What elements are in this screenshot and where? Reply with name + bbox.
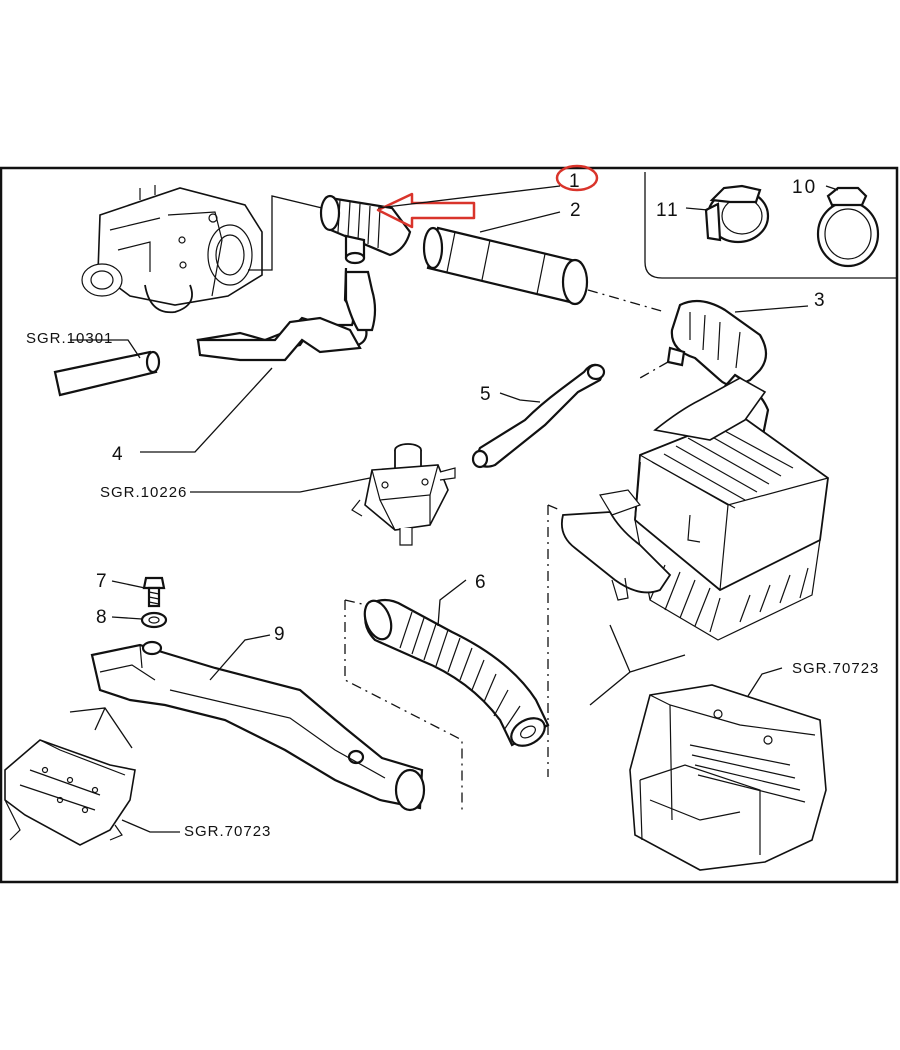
part-2-straight-hose — [422, 226, 589, 306]
diagram-frame — [0, 166, 899, 884]
callout-5: 5 — [480, 384, 493, 405]
throttle-body-drawing — [81, 185, 263, 314]
part-5-hose — [471, 363, 606, 469]
part-4-bent-hose — [196, 267, 377, 362]
bracket-sgr70723-right-drawing — [629, 684, 827, 871]
highlight-arrow — [376, 192, 476, 229]
valve-sgr10226-drawing — [351, 443, 456, 546]
callout-11: 11 — [656, 200, 680, 221]
callout-6: 6 — [475, 572, 488, 593]
part-11-hose-clamp — [704, 184, 770, 244]
part-9-air-duct — [90, 640, 426, 812]
part-1-intake-connector — [319, 194, 412, 265]
part-7-screw — [142, 576, 166, 608]
bracket-sgr70723-left-drawing — [4, 739, 136, 846]
ref-sgr-70723-right: SGR.70723 — [792, 660, 879, 677]
callout-4: 4 — [112, 444, 125, 465]
hose-sgr10301-drawing — [53, 350, 161, 397]
clamp-inset-box — [644, 172, 897, 279]
callout-1: 1 — [569, 171, 582, 192]
part-6-corrugated-hose — [363, 598, 550, 747]
part-10-hose-clamp — [816, 186, 880, 268]
callout-9: 9 — [274, 624, 287, 645]
highlight-circle — [555, 164, 599, 192]
ref-sgr-70723-left: SGR.70723 — [184, 823, 271, 840]
ref-sgr-10301: SGR.10301 — [26, 330, 113, 347]
callout-7: 7 — [96, 571, 109, 592]
air-filter-box-drawing — [560, 377, 829, 641]
callout-3: 3 — [814, 290, 827, 311]
callout-8: 8 — [96, 607, 109, 628]
callout-10: 10 — [792, 177, 817, 198]
callout-2: 2 — [570, 200, 583, 221]
ref-sgr-10226: SGR.10226 — [100, 484, 187, 501]
part-8-washer — [140, 611, 168, 629]
